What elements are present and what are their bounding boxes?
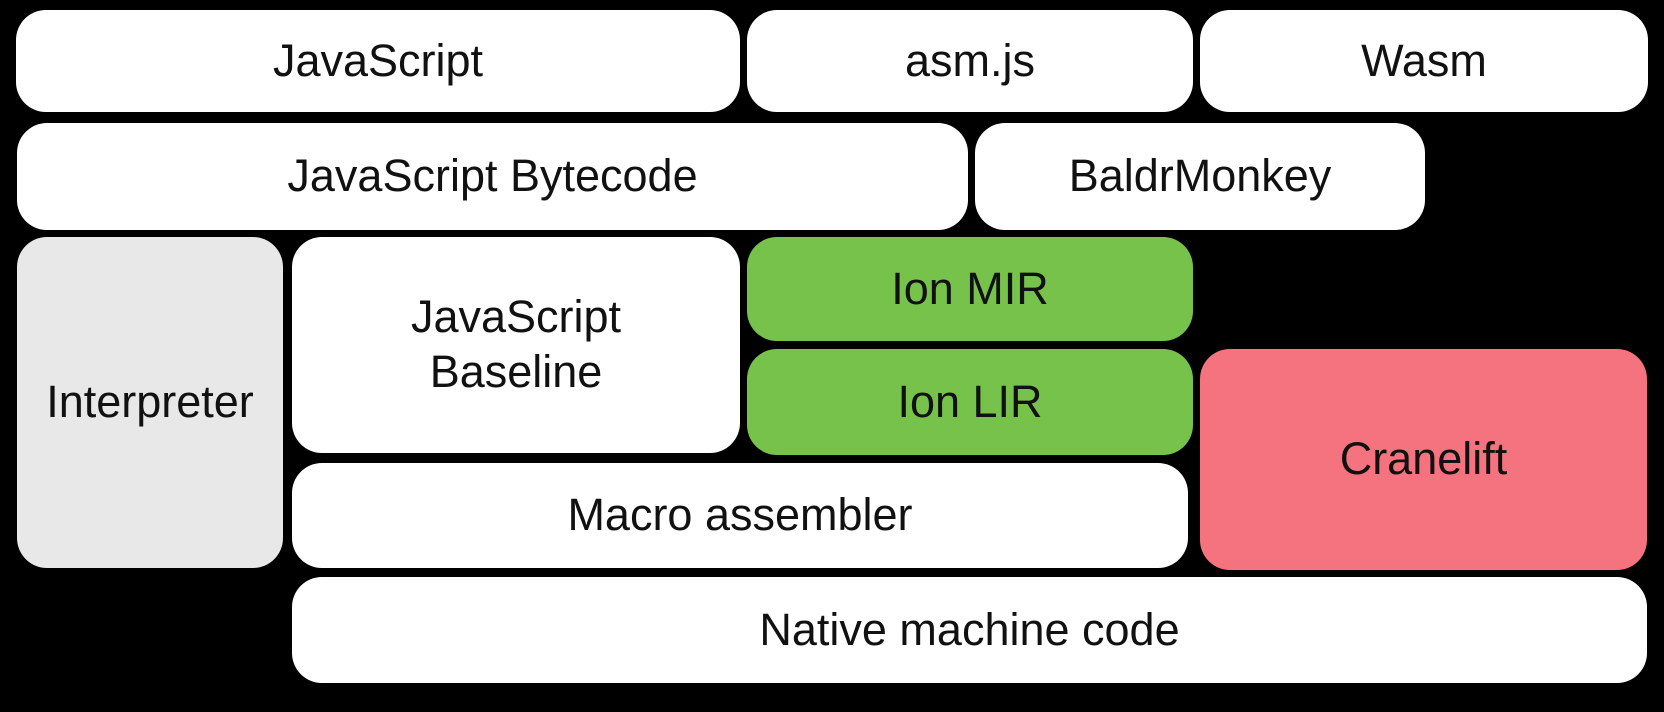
box-wasm: Wasm [1200,10,1648,112]
box-native-machine-code: Native machine code [292,577,1647,683]
box-javascript: JavaScript [16,10,740,112]
box-baldrmonkey: BaldrMonkey [975,123,1425,230]
box-ion-mir: Ion MIR [747,237,1193,341]
box-asmjs: asm.js [747,10,1193,112]
box-interpreter: Interpreter [17,237,283,568]
box-javascript-baseline: JavaScript Baseline [292,237,740,453]
box-cranelift: Cranelift [1200,349,1647,570]
baseline-label-line1: JavaScript [410,291,622,343]
box-ion-lir: Ion LIR [747,349,1193,455]
box-javascript-bytecode: JavaScript Bytecode [17,123,968,230]
baseline-label-line2: Baseline [429,346,603,397]
box-macro-assembler: Macro assembler [292,463,1188,568]
